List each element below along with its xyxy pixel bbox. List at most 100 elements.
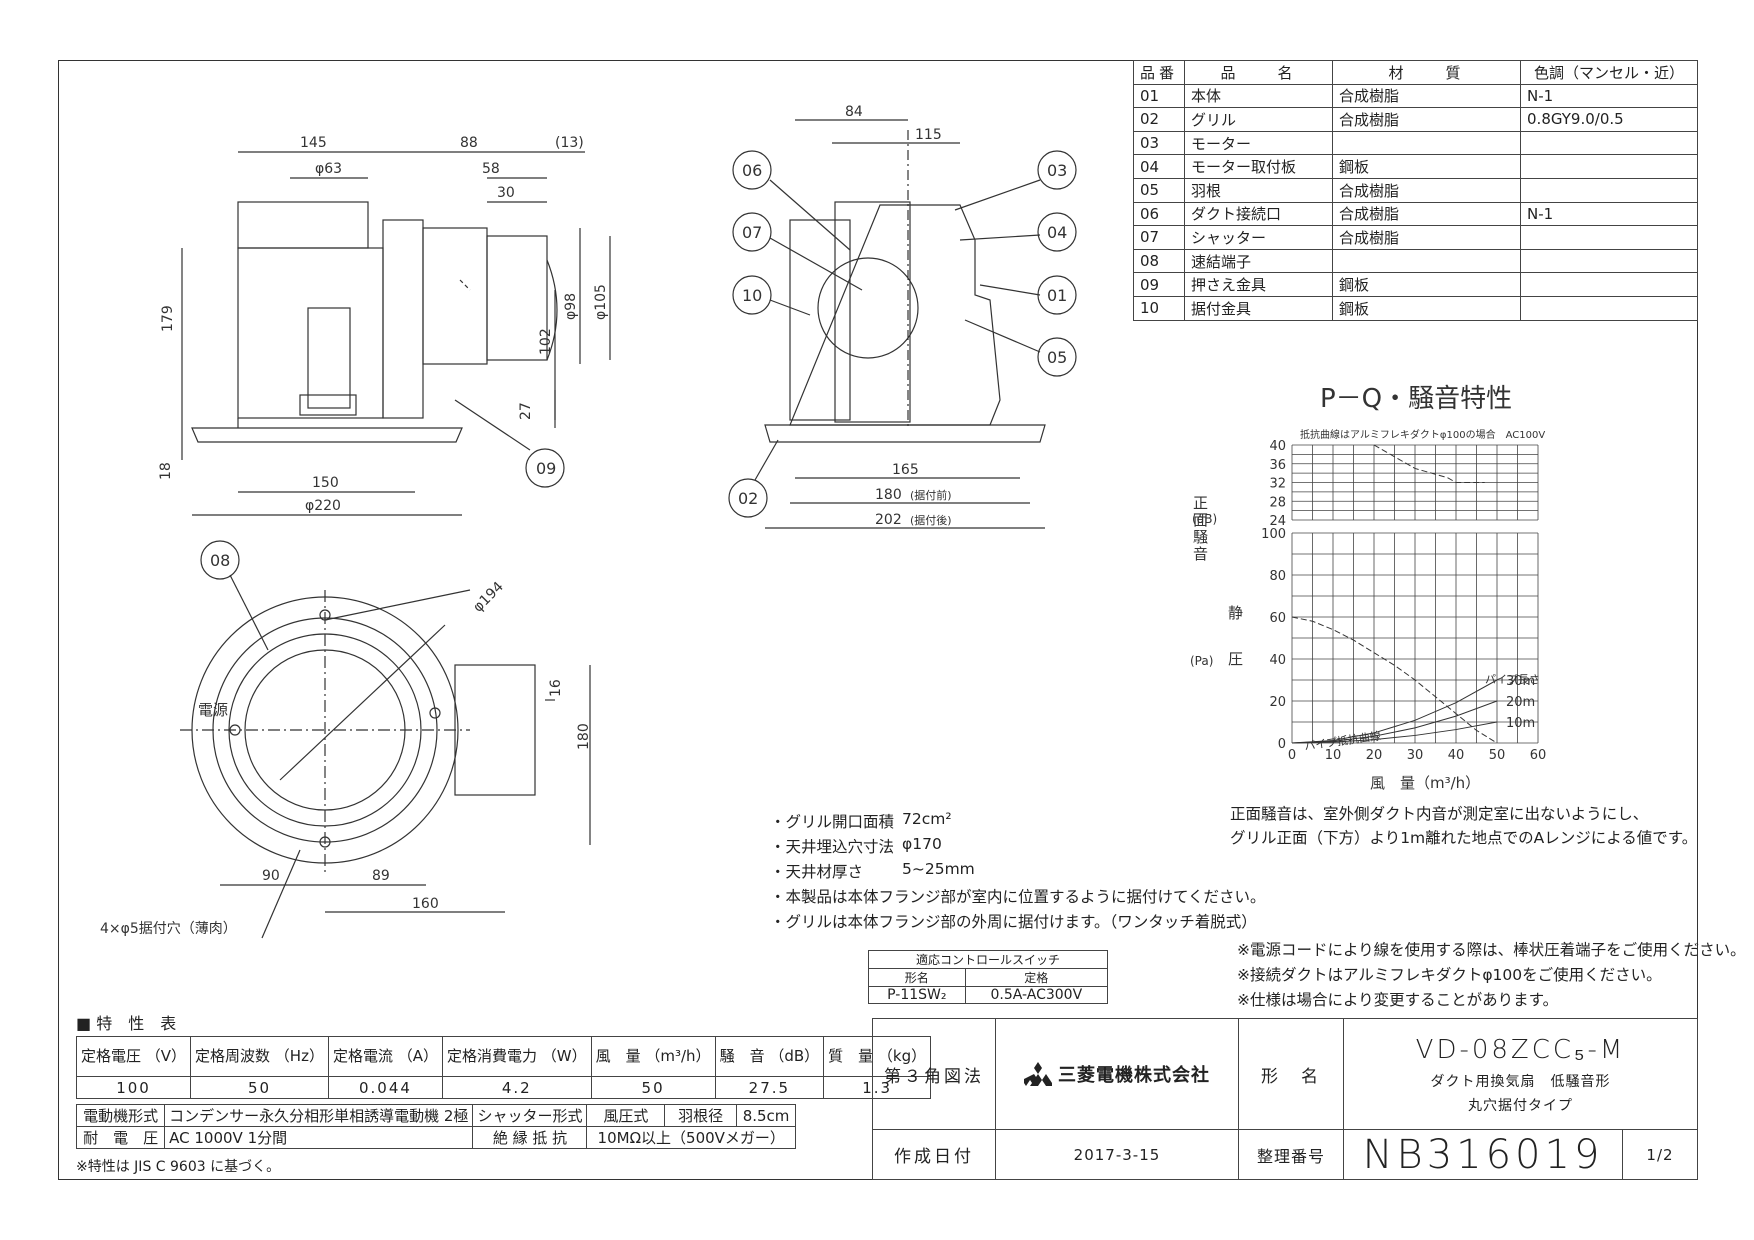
spec-table: 定格電圧 （V） 定格周波数 （Hz） 定格電流 （A） 定格消費電力 （W） … <box>75 1036 932 1099</box>
shutter-label: シャッター形式 <box>472 1104 588 1127</box>
spec-header: 定格周波数 （Hz） <box>190 1036 329 1077</box>
spec-value: 100 <box>75 1076 192 1099</box>
part-color <box>1520 248 1698 274</box>
dim-202-note: (据付後) <box>910 513 952 527</box>
dim-27: 27 <box>518 402 534 420</box>
pq-ytick: 80 <box>1269 569 1286 584</box>
model-number: VD-08ZCC₅-M <box>1415 1034 1626 1065</box>
model-cell: VD-08ZCC₅-M ダクト用換気扇 低騒音形 丸穴据付タイプ <box>1343 1018 1698 1130</box>
callout-02: 02 <box>738 489 758 508</box>
part-no: 06 <box>1132 201 1186 227</box>
spec-value: 50 <box>590 1076 716 1099</box>
dim-150: 150 <box>312 475 339 491</box>
number-cell: NB316019 <box>1343 1129 1623 1180</box>
dim-58: 58 <box>482 161 500 177</box>
part-color <box>1520 272 1698 297</box>
part-material: 合成樹脂 <box>1332 83 1522 109</box>
dim-84: 84 <box>845 104 863 120</box>
part-no: 07 <box>1132 225 1186 250</box>
control-model: P-11SW₂ <box>868 986 966 1004</box>
part-color: N-1 <box>1520 83 1698 109</box>
noise-series-line <box>1373 444 1485 483</box>
install-note-4: ・本製品は本体フランジ部が室内に位置するように据付けてください。 <box>770 888 1266 906</box>
spec-title: ■ 特 性 表 <box>76 1014 177 1033</box>
part-material <box>1332 130 1522 156</box>
motor-label: 電動機形式 <box>75 1104 166 1127</box>
pq-curve <box>1291 616 1498 744</box>
resistance-curve <box>1291 721 1498 744</box>
noise-yunit: (dB) <box>1192 512 1217 526</box>
part-no: 10 <box>1132 295 1186 321</box>
caution-2: ※接続ダクトはアルミフレキダクトφ100をご使用ください。 <box>1237 966 1662 984</box>
noise-ytick: 24 <box>1269 514 1286 529</box>
pq-ytick: 40 <box>1269 653 1286 668</box>
caution-3: ※仕様は場合により変更することがあります。 <box>1237 991 1559 1009</box>
front-view <box>181 151 611 516</box>
spec-header: 質 量 （kg） <box>823 1036 932 1077</box>
noise-ytick: 36 <box>1269 458 1286 473</box>
pq-xtick: 20 <box>1366 748 1383 763</box>
model-desc-2: 丸穴据付タイプ <box>1468 1097 1573 1114</box>
pq-ytick: 0 <box>1278 737 1286 752</box>
number-label-cell: 整理番号 <box>1238 1129 1344 1180</box>
part-name: 据付金具 <box>1184 295 1334 321</box>
callout-06: 06 <box>742 161 762 180</box>
part-name: 速結端子 <box>1184 248 1334 274</box>
resistance-label: 30m <box>1506 674 1535 689</box>
dim-phi63: φ63 <box>315 161 342 177</box>
spec-value: 4.2 <box>441 1076 592 1099</box>
dim-16: 16 <box>548 679 564 697</box>
part-name: シャッター <box>1184 225 1334 250</box>
noise-ytick: 40 <box>1269 439 1286 454</box>
pq-xtick: 0 <box>1288 748 1296 763</box>
voltage-label: 耐 電 圧 <box>75 1126 166 1149</box>
dim-13: (13) <box>555 135 584 151</box>
noise-ytick: 28 <box>1269 495 1286 510</box>
dim-202: 202 <box>875 512 902 528</box>
part-material <box>1332 248 1522 274</box>
pq-ytick: 20 <box>1269 695 1286 710</box>
callout-08: 08 <box>210 551 230 570</box>
dim-180-note: (据付前) <box>910 488 952 502</box>
callout-10: 10 <box>742 286 762 305</box>
blade-value: 8.5cm <box>736 1104 796 1127</box>
callout-09: 09 <box>536 459 556 478</box>
callout-01: 01 <box>1047 286 1067 305</box>
install-note-5: ・グリルは本体フランジ部の外周に据付けます。（ワンタッチ着脱式） <box>770 913 1257 931</box>
chart-note-2: グリル正面（下方）より1m離れた地点でのAレンジによる値です。 <box>1230 829 1698 847</box>
part-material: 合成樹脂 <box>1332 177 1522 203</box>
pq-xtick: 10 <box>1325 748 1342 763</box>
shutter-value: 風圧式 <box>586 1104 666 1127</box>
insulation-value: 10MΩ以上（500Vメガー） <box>586 1126 796 1149</box>
hole-label: 4×φ5据付穴（薄肉） <box>100 921 237 937</box>
dim-phi194: φ194 <box>470 579 507 616</box>
mitsubishi-logo-icon <box>1024 1062 1052 1086</box>
control-header: 形名 <box>868 968 966 987</box>
parts-header: 品 名 <box>1184 60 1334 85</box>
part-color <box>1520 154 1698 179</box>
voltage-value: AC 1000V 1分間 <box>164 1126 474 1149</box>
model-label-cell: 形 名 <box>1238 1018 1344 1130</box>
parts-header: 品番 <box>1132 60 1186 85</box>
legend-title: パイプ長さ <box>1485 673 1540 686</box>
part-name: グリル <box>1184 107 1334 132</box>
note-value: 5~25mm <box>902 860 975 878</box>
dim-phi98: φ98 <box>563 293 579 320</box>
dim-88: 88 <box>460 135 478 151</box>
motor-value: コンデンサー永久分相形単相誘導電動機 2極 <box>164 1104 474 1127</box>
company-cell: 三菱電機株式会社 <box>995 1018 1239 1130</box>
pq-xtick: 50 <box>1489 748 1506 763</box>
dim-179: 179 <box>160 305 176 332</box>
callout-04: 04 <box>1047 223 1067 242</box>
spec-header: 騒 音 （dB） <box>714 1036 825 1077</box>
part-name: モーター <box>1184 130 1334 156</box>
part-color <box>1520 225 1698 250</box>
part-material: 合成樹脂 <box>1332 225 1522 250</box>
